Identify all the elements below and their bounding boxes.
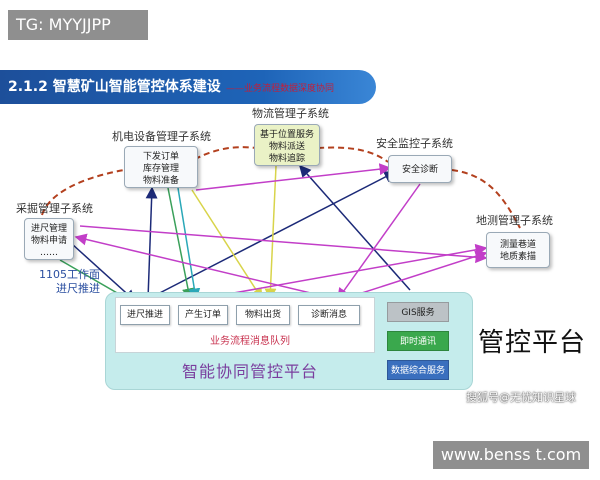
logistics-subsystem-box: 基于位置服务 物料派送 物料追踪 [254,124,320,166]
title-banner [0,70,376,104]
module-order: 产生订单 [178,305,228,325]
module-shipment: 物料出货 [236,305,290,325]
electromech-item: 下发订单 [142,152,179,162]
electromech-item: 库存管理 [142,164,179,174]
mining-item: 物料申请 [30,236,67,246]
safety-item: 安全诊断 [401,165,438,175]
arc-logistics-safety [317,146,389,163]
geology-subsystem-label: 地测管理子系统 [476,214,553,227]
arc-mining-electromech [41,169,125,216]
workface-note-line: 进尺推进 [56,282,100,295]
message-queue-label: 业务流程消息队列 [210,336,290,347]
safety-subsystem-box: 安全诊断 [388,155,452,183]
logistics-item: 物料追踪 [268,154,305,164]
banner-subtitle: ——业务流程数据深度协同 [226,84,335,94]
module-diagnosis: 诊断消息 [298,305,360,325]
electromech-item: 物料准备 [142,176,179,186]
workface-note: 1105工作面 进尺推进 [30,268,100,296]
logistics-item: 基于位置服务 [259,130,314,140]
data-service: 数据综合服务 [387,360,449,380]
im-service: 即时通讯 [387,331,449,351]
workface-note-line: 1105工作面 [39,268,100,281]
source-watermark: 搜狐号@无忧知识星球 [466,391,576,404]
electromech-subsystem-box: 下发订单 库存管理 物料准备 [124,146,198,188]
platform-title: 智能协同管控平台 [181,362,318,381]
geology-subsystem-box: 测量巷道 地质素描 [486,232,550,268]
module-progress: 进尺推进 [120,305,170,325]
logistics-subsystem-label: 物流管理子系统 [252,107,329,120]
electromech-subsystem-label: 机电设备管理子系统 [112,130,211,143]
geology-item: 测量巷道 [499,240,536,250]
mining-item: …… [40,248,58,258]
banner-title: 2.1.2 智慧矿山智能管控体系建设 [8,79,221,95]
mining-subsystem-box: 进尺管理 物料申请 …… [24,218,74,260]
arc-safety-geology [451,169,521,229]
safety-subsystem-label: 安全监控子系统 [376,137,453,150]
control-platform-label: 管控平台 [478,328,587,358]
logistics-item: 物料派送 [268,142,305,152]
gis-service: GIS服务 [387,302,449,322]
geology-item: 地质素描 [499,252,536,262]
watermark-tag: TG: MYYJJPP [8,10,148,40]
mining-item: 进尺管理 [30,224,67,234]
mining-subsystem-label: 采掘管理子系统 [16,202,93,215]
site-watermark: www.benss t.com [433,441,589,469]
